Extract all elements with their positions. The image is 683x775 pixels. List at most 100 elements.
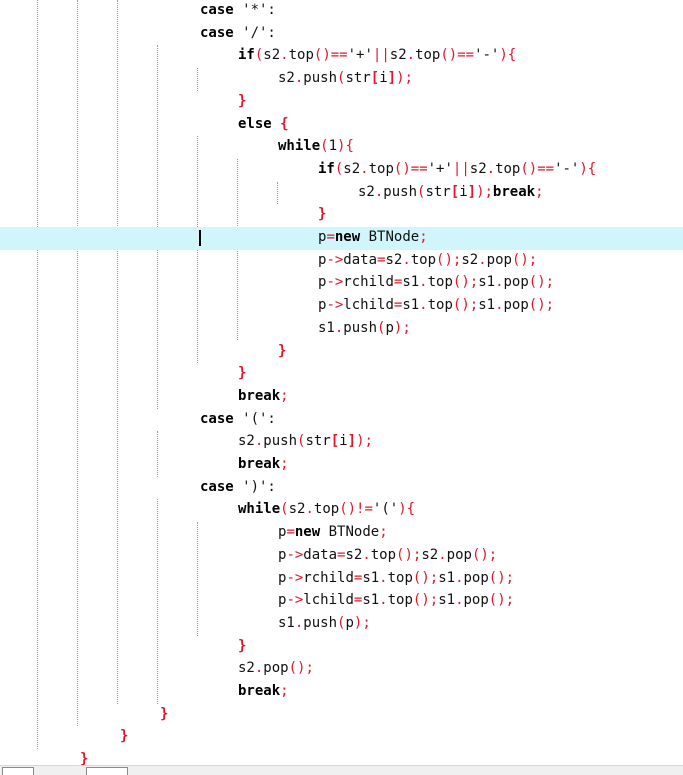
code-token: ); — [356, 433, 373, 450]
code-token: s1 — [478, 274, 496, 291]
code-token: . — [486, 160, 496, 177]
code-token: = — [393, 274, 403, 291]
indent-guide — [197, 68, 198, 91]
code-token: || — [452, 160, 470, 177]
code-line[interactable]: } — [160, 704, 168, 725]
status-bar — [0, 765, 683, 775]
code-token: data — [303, 546, 338, 563]
code-line[interactable]: case '(': — [200, 409, 276, 430]
tab-icon[interactable] — [2, 767, 34, 775]
code-token: s2 — [288, 501, 306, 518]
code-token: (); — [412, 569, 439, 586]
code-token: '/': — [233, 24, 276, 41]
code-token: p — [278, 546, 287, 563]
code-line[interactable]: while(s2.top()!='('){ — [238, 499, 415, 520]
code-token: top — [427, 274, 453, 291]
code-token: ){ — [499, 47, 517, 64]
code-token: ; — [280, 456, 289, 472]
code-token: ; — [280, 387, 289, 404]
code-line[interactable]: case '*': — [200, 0, 276, 21]
code-token: || — [372, 47, 390, 64]
code-token: lchild — [343, 297, 394, 314]
code-token: s2 — [421, 546, 439, 563]
code-line[interactable]: p->data=s2.top();s2.pop(); — [318, 250, 537, 271]
code-line[interactable]: while(1){ — [278, 136, 354, 157]
code-line[interactable]: } — [120, 726, 128, 747]
code-token: ; — [280, 683, 289, 699]
code-token: ); — [393, 319, 411, 336]
code-line[interactable]: } — [238, 636, 246, 657]
code-token: p — [278, 524, 287, 541]
code-line[interactable]: s2.push(str[i]); — [278, 68, 413, 89]
indent-guide — [77, 0, 78, 727]
code-token: . — [254, 660, 264, 677]
code-line[interactable]: p=new BTNode; — [278, 522, 388, 543]
code-line[interactable]: case ')': — [200, 477, 276, 498]
code-token: s2 — [238, 660, 255, 677]
indent-guide — [277, 181, 278, 205]
code-token: s1 — [478, 297, 496, 314]
code-token: s2 — [461, 251, 479, 268]
code-token: '-' — [474, 47, 500, 64]
code-line[interactable]: s1.push(p); — [278, 613, 371, 634]
code-token: ()== — [440, 47, 475, 64]
code-token: p — [318, 229, 327, 245]
code-line[interactable]: s2.push(str[i]); — [238, 431, 373, 452]
code-line[interactable]: break; — [238, 386, 289, 407]
code-token: = — [377, 251, 386, 268]
code-token: top — [387, 569, 413, 586]
code-line[interactable]: if(s2.top()=='+'||s2.top()=='-'){ — [238, 45, 516, 66]
code-token: (); — [412, 592, 439, 609]
code-token: . — [374, 183, 384, 200]
code-line[interactable]: p->rchild=s1.top();s1.pop(); — [278, 568, 514, 589]
code-token: s2 — [389, 47, 407, 64]
code-line[interactable]: } — [318, 204, 326, 225]
code-token: case — [200, 2, 234, 18]
code-line[interactable]: p->rchild=s1.top();s1.pop(); — [318, 272, 554, 293]
code-token: p — [278, 592, 287, 609]
code-line[interactable]: p=new BTNode; — [318, 227, 428, 248]
code-token: top — [387, 592, 413, 609]
code-line[interactable]: p->data=s2.top();s2.pop(); — [278, 545, 497, 566]
code-token: ()!= — [339, 501, 373, 518]
code-token: s1 — [362, 569, 380, 586]
code-token: . — [455, 569, 464, 586]
code-line[interactable]: s1.push(p); — [318, 318, 411, 339]
code-token: top — [313, 501, 340, 518]
code-line[interactable]: } — [278, 341, 286, 362]
code-token: break — [238, 456, 281, 472]
code-token: = — [353, 592, 363, 609]
code-token: (); — [471, 546, 498, 563]
code-token: lchild — [303, 592, 354, 609]
code-token: break — [238, 683, 281, 699]
code-line[interactable]: s2.push(str[i]);break; — [358, 182, 544, 203]
code-token: pop — [503, 297, 529, 314]
current-line-highlight — [0, 227, 683, 250]
code-line[interactable]: } — [238, 91, 246, 112]
code-line[interactable]: } — [238, 363, 246, 384]
code-line[interactable]: break; — [238, 454, 289, 475]
panel-icon[interactable] — [86, 767, 128, 775]
code-token: 1 — [328, 138, 338, 155]
code-line[interactable]: case '/': — [200, 23, 276, 44]
code-line[interactable]: else { — [238, 114, 289, 135]
code-line[interactable]: s2.pop(); — [238, 658, 314, 679]
code-line[interactable]: break; — [238, 681, 289, 702]
code-line[interactable]: p->lchild=s1.top();s1.pop(); — [318, 295, 554, 316]
code-token: s1 — [362, 592, 380, 609]
code-token: s2 — [263, 47, 281, 64]
code-token: case — [200, 478, 234, 495]
code-token: ; — [419, 229, 428, 245]
indent-guide — [157, 431, 158, 477]
code-token: [ — [370, 70, 380, 87]
code-line[interactable]: p->lchild=s1.top();s1.pop(); — [278, 590, 514, 611]
code-token: -> — [286, 546, 304, 563]
code-token: push — [303, 614, 338, 631]
code-line[interactable]: if(s2.top()=='+'||s2.top()=='-'){ — [318, 159, 596, 180]
code-token: push — [263, 433, 298, 450]
code-line[interactable]: } — [80, 749, 88, 770]
code-token: = — [326, 229, 335, 245]
code-token: -> — [326, 251, 344, 268]
code-token: top — [495, 160, 521, 177]
